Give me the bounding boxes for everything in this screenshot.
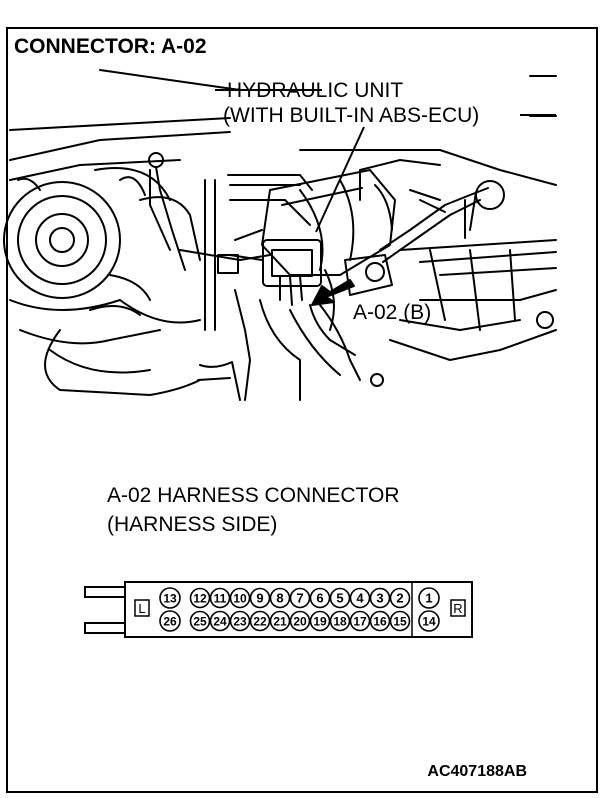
left-marker-box <box>134 599 150 617</box>
pin-circle <box>289 587 311 609</box>
left-marker: L <box>138 601 145 616</box>
pin-circle <box>309 587 331 609</box>
pin-15: 15 <box>389 610 411 632</box>
pin-circle <box>159 587 181 609</box>
pin-13: 13 <box>159 587 181 609</box>
pin-14: 14 <box>418 610 440 632</box>
pin-label: 25 <box>193 615 207 629</box>
pin-18: 18 <box>329 610 351 632</box>
pin-5: 5 <box>329 587 351 609</box>
pin-circle <box>269 610 291 632</box>
pin-circle <box>349 587 371 609</box>
pin-label: 10 <box>233 592 247 606</box>
pin-label: 13 <box>163 592 177 606</box>
pin-circle <box>329 587 351 609</box>
pin-19: 19 <box>309 610 331 632</box>
pin-label: 23 <box>233 615 247 629</box>
pin-circle <box>159 610 181 632</box>
pin-circle <box>418 610 440 632</box>
pin-circle <box>369 587 391 609</box>
pin-9: 9 <box>249 587 271 609</box>
harness-title-line2: (HARNESS SIDE) <box>107 513 277 536</box>
pin-circle <box>349 610 371 632</box>
pin-label: 24 <box>213 615 227 629</box>
pin-12: 12 <box>189 587 211 609</box>
callout-connector-ref: A-02 (B) <box>353 301 431 324</box>
pin-label: 12 <box>193 592 207 606</box>
pin-circle <box>229 587 251 609</box>
pin-label: 20 <box>293 615 307 629</box>
pin-label: 11 <box>214 592 227 606</box>
pin-label: 5 <box>336 591 343 606</box>
pin-circle <box>209 587 231 609</box>
engine-bay-illustration <box>3 69 557 401</box>
pin-circle <box>329 610 351 632</box>
pin-23: 23 <box>229 610 251 632</box>
pin-label: 19 <box>313 615 327 629</box>
pin-17: 17 <box>349 610 371 632</box>
pin-21: 21 <box>269 610 291 632</box>
pin-24: 24 <box>209 610 231 632</box>
pin-label: 26 <box>163 615 177 629</box>
pin-2: 2 <box>389 587 411 609</box>
pin-circle <box>209 610 231 632</box>
pin-circle <box>309 610 331 632</box>
pin-circle <box>229 610 251 632</box>
pin-20: 20 <box>289 610 311 632</box>
pin-circle <box>389 587 411 609</box>
pin-25: 25 <box>189 610 211 632</box>
pin-26: 26 <box>159 610 181 632</box>
pin-11: 11 <box>209 587 231 609</box>
pin-label: 6 <box>316 591 323 606</box>
pin-label: 2 <box>396 591 403 606</box>
pin-circle <box>189 587 211 609</box>
connector-tab-top <box>84 586 128 598</box>
pin-label: 15 <box>393 615 407 629</box>
pin-circle <box>249 587 271 609</box>
diagram-frame <box>6 27 598 793</box>
pin-label: 1 <box>425 591 432 606</box>
pin-label: 14 <box>422 615 436 629</box>
pin-label: 3 <box>376 591 383 606</box>
pin-circle <box>269 587 291 609</box>
figure-code: AC407188AB <box>427 763 527 780</box>
right-marker: R <box>453 601 462 616</box>
pin-7: 7 <box>289 587 311 609</box>
pin-label: 9 <box>256 591 263 606</box>
callout-unit-line2: (WITH BUILT-IN ABS-ECU) <box>223 104 479 127</box>
pin-circle <box>189 610 211 632</box>
pin-label: 17 <box>353 615 367 629</box>
pin-circle <box>369 610 391 632</box>
pointer-arrow <box>311 279 355 306</box>
pin-circle <box>249 610 271 632</box>
pin-22: 22 <box>249 610 271 632</box>
pin-label: 4 <box>356 591 364 606</box>
callout-unit-line1: HYDRAULIC UNIT <box>227 79 403 102</box>
diagram-title: CONNECTOR: A-02 <box>14 35 207 58</box>
pin-label: 8 <box>276 591 283 606</box>
pin-16: 16 <box>369 610 391 632</box>
right-marker-box <box>450 599 466 617</box>
pin-circle <box>289 610 311 632</box>
pin-label: 16 <box>373 615 387 629</box>
pin-label: 18 <box>333 615 347 629</box>
pin-4: 4 <box>349 587 371 609</box>
pin-label: 22 <box>253 615 267 629</box>
callout-leaders <box>215 89 556 233</box>
pin-circle <box>418 587 440 609</box>
connector-tab-bottom <box>84 622 128 634</box>
pin-row-bottom: 26 25 24 23 22 21 20 19 18 17 16 15 14 <box>159 610 440 632</box>
harness-title-line1: A-02 HARNESS CONNECTOR <box>107 484 400 507</box>
pin-6: 6 <box>309 587 331 609</box>
pin-10: 10 <box>229 587 251 609</box>
pin-8: 8 <box>269 587 291 609</box>
pin-circle <box>389 610 411 632</box>
pin-label: 7 <box>296 591 303 606</box>
pin-1: 1 <box>418 587 440 609</box>
pin-3: 3 <box>369 587 391 609</box>
pin-label: 21 <box>273 615 287 629</box>
